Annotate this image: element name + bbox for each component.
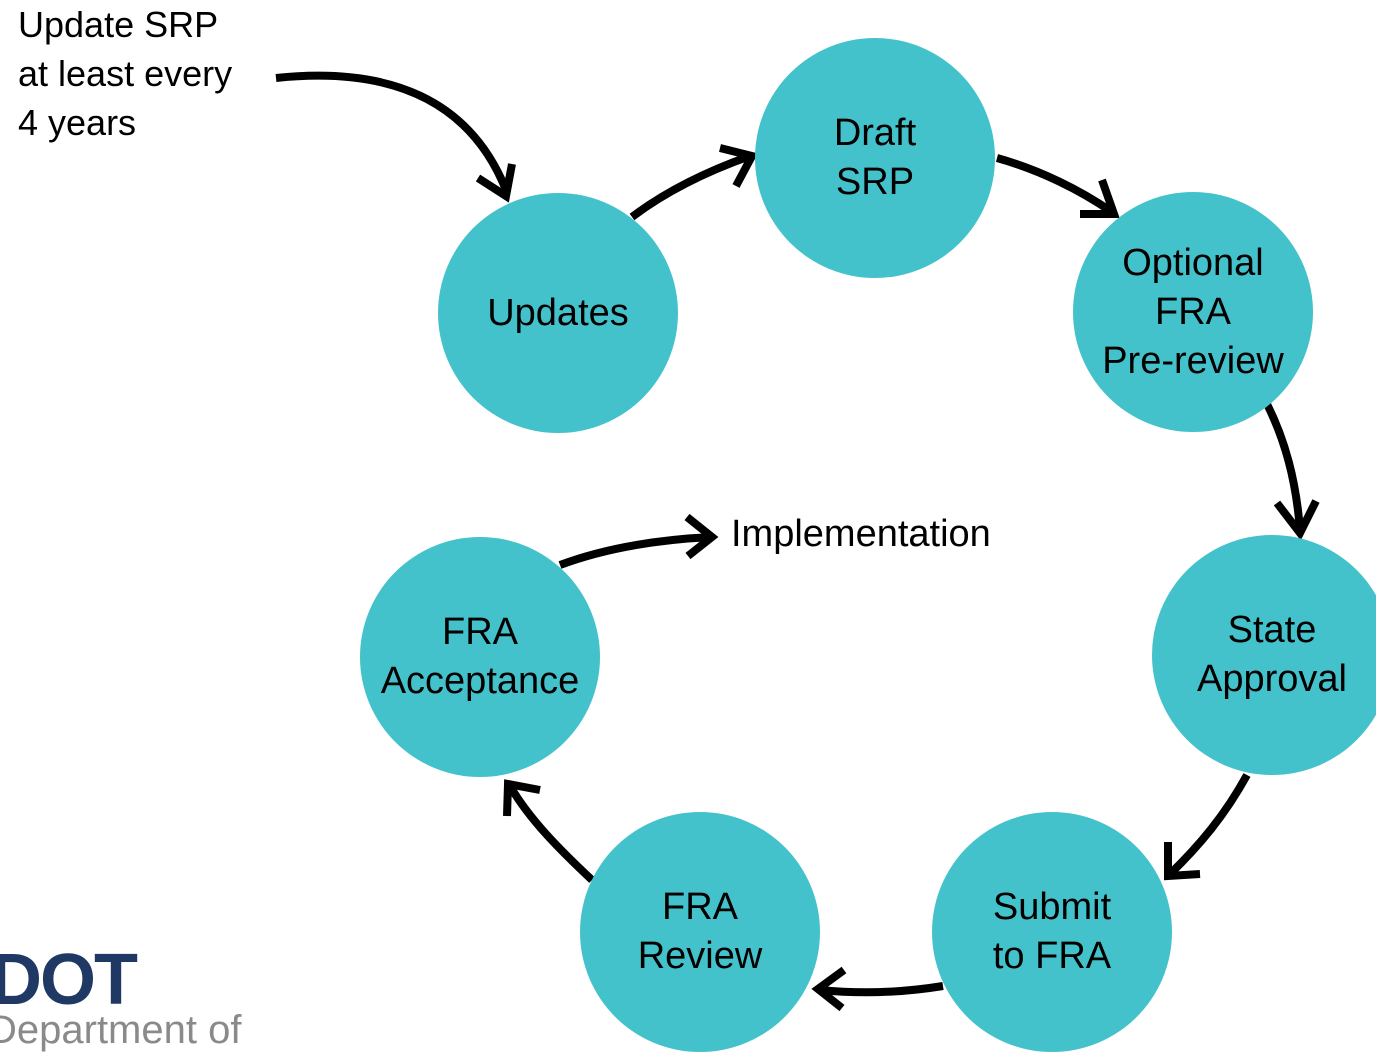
step-label: to FRA bbox=[992, 935, 1112, 977]
logo-mark: DOT bbox=[0, 940, 138, 1020]
step-label: Optional bbox=[1122, 241, 1264, 284]
arrow-review-to-acceptance bbox=[503, 779, 595, 883]
step-label: Review bbox=[637, 935, 763, 977]
step-state-approval: State Approval bbox=[1152, 535, 1376, 775]
intro-note-line: Update SRP bbox=[18, 4, 219, 45]
arrow-acceptance-to-implementation bbox=[558, 513, 719, 569]
intro-note-line: 4 years bbox=[18, 102, 137, 143]
logo-subtitle: Department of bbox=[0, 1008, 242, 1052]
step-optional-fra-pre-review: Optional FRA Pre-review bbox=[1073, 192, 1313, 432]
implementation-label: Implementation bbox=[731, 513, 991, 555]
step-submit-to-fra: Submit to FRA bbox=[932, 812, 1172, 1052]
step-label: FRA bbox=[1155, 290, 1231, 333]
step-label: FRA bbox=[662, 886, 738, 928]
step-label: Updates bbox=[487, 291, 629, 334]
step-label: SRP bbox=[835, 161, 915, 203]
step-label: Pre-review bbox=[1102, 339, 1284, 382]
arrow-updates-to-draft bbox=[629, 144, 758, 221]
intro-note: Update SRP at least every 4 years bbox=[18, 0, 232, 147]
intro-note-line: at least every bbox=[18, 53, 233, 94]
step-fra-review: FRA Review bbox=[580, 812, 820, 1052]
step-label: Approval bbox=[1197, 658, 1347, 700]
step-label: Draft bbox=[833, 112, 917, 154]
arrow-draft-to-optional bbox=[995, 154, 1120, 218]
step-updates: Updates bbox=[438, 193, 678, 433]
arrow-intro-to-updates bbox=[275, 71, 516, 203]
step-draft-srp: Draft SRP bbox=[755, 38, 995, 278]
step-fra-acceptance: FRA Acceptance bbox=[360, 537, 600, 777]
arrow-submit-to-review bbox=[811, 966, 944, 1012]
step-label: FRA bbox=[442, 611, 518, 653]
step-label: Acceptance bbox=[380, 660, 580, 702]
step-label: Submit bbox=[992, 886, 1112, 928]
step-label: State bbox=[1227, 609, 1317, 651]
arrow-optional-to-state bbox=[1263, 402, 1320, 541]
arrow-state-to-submit bbox=[1164, 773, 1251, 881]
